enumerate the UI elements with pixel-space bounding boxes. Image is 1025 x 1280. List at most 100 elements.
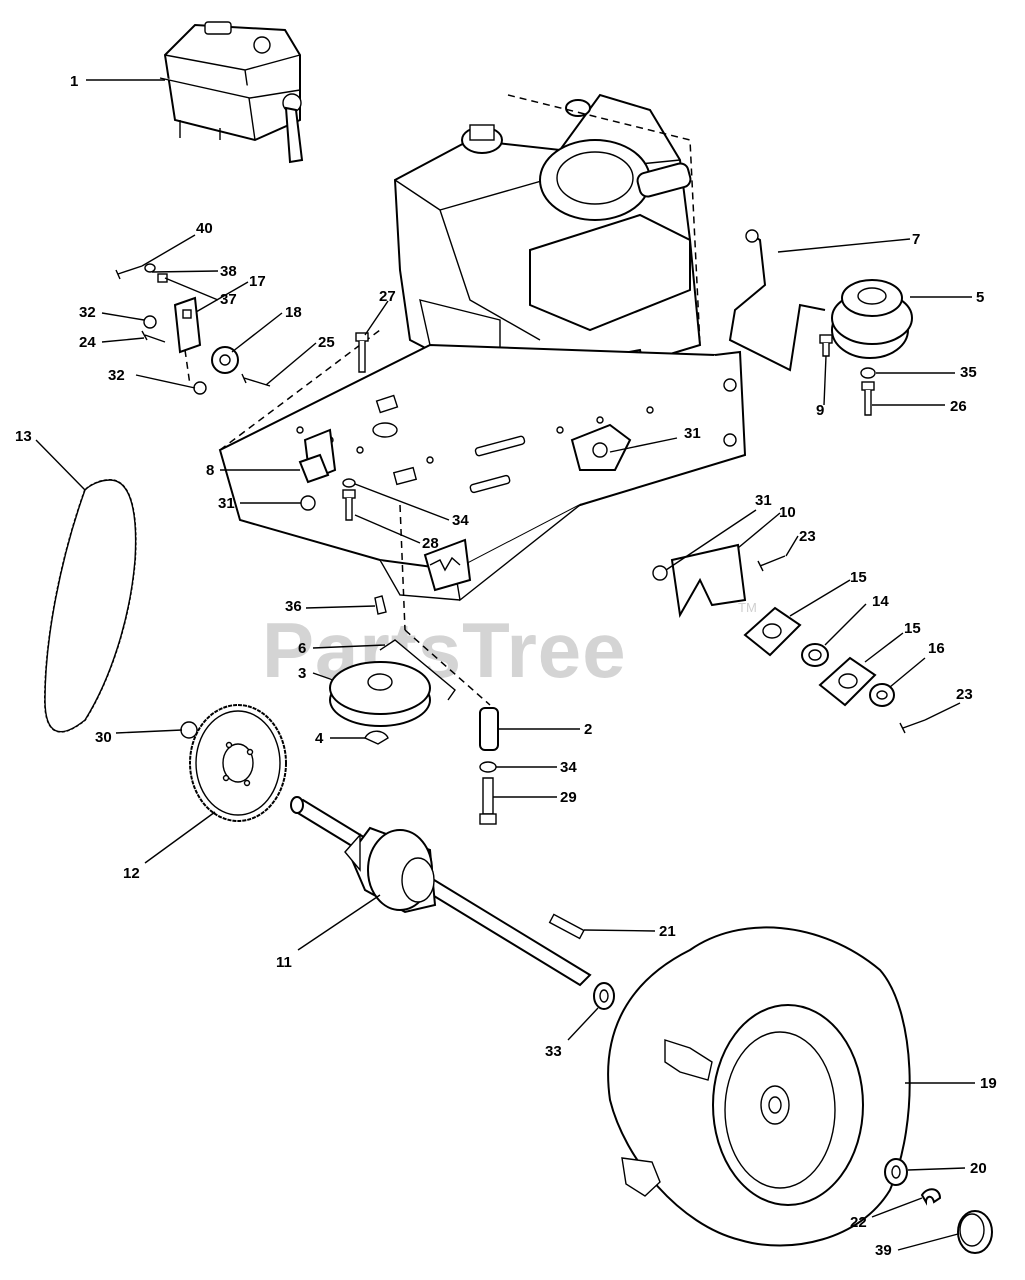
leader-33 [567, 1007, 599, 1041]
leader-23a [785, 535, 799, 557]
callout-39: 39 [875, 1242, 892, 1259]
callout-4: 4 [315, 730, 324, 747]
callout-23-upper: 23 [799, 528, 816, 545]
part-27-bolt [355, 332, 369, 373]
part-23-bolt-upper [757, 555, 786, 572]
part-34-washer-upper [342, 478, 356, 488]
part-2-spacer [479, 707, 499, 751]
part-16-bushing [869, 683, 895, 707]
leader-31c [665, 509, 757, 571]
leader-lines [35, 79, 975, 1251]
callout-15-lower: 15 [904, 620, 921, 637]
part-28-bolt [342, 489, 356, 521]
part-8-bracket [298, 453, 330, 484]
callout-25: 25 [318, 334, 335, 351]
leader-38 [151, 270, 219, 273]
part-40-bolt [115, 265, 143, 280]
part-4-clip [364, 730, 389, 745]
callout-31-left: 31 [218, 495, 235, 512]
callout-32-upper: 32 [79, 304, 96, 321]
leader-31b [609, 437, 678, 453]
part-30-nut [180, 721, 198, 739]
part-17-bracket [173, 296, 202, 354]
leader-17 [195, 281, 249, 313]
mount-guide-line [404, 629, 491, 706]
leader-37 [164, 277, 219, 301]
callout-6: 6 [298, 640, 306, 657]
part-31-nut-left [300, 495, 316, 511]
callout-31-frame: 31 [684, 425, 701, 442]
part-34-washer-lower [479, 761, 497, 773]
watermark-trademark: TM [738, 600, 757, 615]
part-37-spacer [157, 273, 168, 283]
callout-1: 1 [70, 73, 78, 90]
callout-27: 27 [379, 288, 396, 305]
leader-32b [135, 374, 196, 389]
part-22-clip [920, 1188, 942, 1206]
callout-8: 8 [206, 462, 214, 479]
leader-40 [141, 234, 196, 267]
leader-25 [265, 342, 317, 386]
leader-13 [35, 439, 86, 491]
part-24-bolt [141, 330, 166, 343]
part-23-bolt-lower [899, 719, 926, 734]
callout-2: 2 [584, 721, 592, 738]
callout-28: 28 [422, 535, 439, 552]
callout-34-upper: 34 [452, 512, 469, 529]
leader-7 [777, 238, 911, 253]
leader-27 [364, 300, 389, 336]
callout-16: 16 [928, 640, 945, 657]
leader-36 [305, 605, 376, 609]
part-32-nut-upper [143, 315, 157, 329]
callout-9: 9 [816, 402, 824, 419]
leader-30 [115, 729, 183, 734]
frame-plate [218, 329, 747, 631]
part-9-bolt [819, 334, 833, 357]
callout-labels: 1 40 38 37 17 32 24 18 25 27 32 13 8 31 … [15, 73, 997, 1259]
leader-3 [312, 672, 334, 681]
leader-9 [823, 355, 827, 406]
leader-6 [312, 644, 386, 649]
part-35-washer [860, 367, 876, 379]
callout-31-right: 31 [755, 492, 772, 509]
callout-40: 40 [196, 220, 213, 237]
callout-24: 24 [79, 334, 96, 351]
part-19-wheel [607, 926, 911, 1247]
part-25-bolt [241, 373, 271, 387]
leader-20 [907, 1167, 966, 1171]
part-36-key [374, 595, 387, 615]
part-11-axle [290, 796, 592, 987]
callout-12: 12 [123, 865, 140, 882]
callout-32-lower: 32 [108, 367, 125, 384]
part-31-nut-right [652, 565, 668, 581]
part-21-key [548, 913, 585, 940]
leader-15b [864, 632, 904, 663]
part-26-bolt [861, 381, 875, 416]
part-38-washer [144, 263, 156, 273]
part-18-gear [211, 346, 239, 374]
leader-22 [871, 1197, 923, 1218]
part-32-nut-lower [193, 381, 207, 395]
part-12-sprocket [189, 704, 287, 822]
part-7-rod-end [745, 229, 759, 243]
part-5-pulley [831, 279, 913, 359]
leader-21 [583, 929, 656, 932]
part-1-gearbox [159, 21, 304, 164]
watermark: PartsTree TM [262, 600, 757, 694]
callout-29: 29 [560, 789, 577, 806]
callout-33: 33 [545, 1043, 562, 1060]
callout-38: 38 [220, 263, 237, 280]
callout-35: 35 [960, 364, 977, 381]
leader-12 [144, 811, 216, 864]
callout-20: 20 [970, 1160, 987, 1177]
part-15-flange-upper-hole [762, 623, 782, 639]
callout-36: 36 [285, 598, 302, 615]
callout-18: 18 [285, 304, 302, 321]
leader-34a [354, 483, 450, 521]
callout-17: 17 [249, 273, 266, 290]
leader-23b [924, 702, 961, 721]
callout-10: 10 [779, 504, 796, 521]
callout-7: 7 [912, 231, 920, 248]
leader-16 [889, 657, 926, 688]
